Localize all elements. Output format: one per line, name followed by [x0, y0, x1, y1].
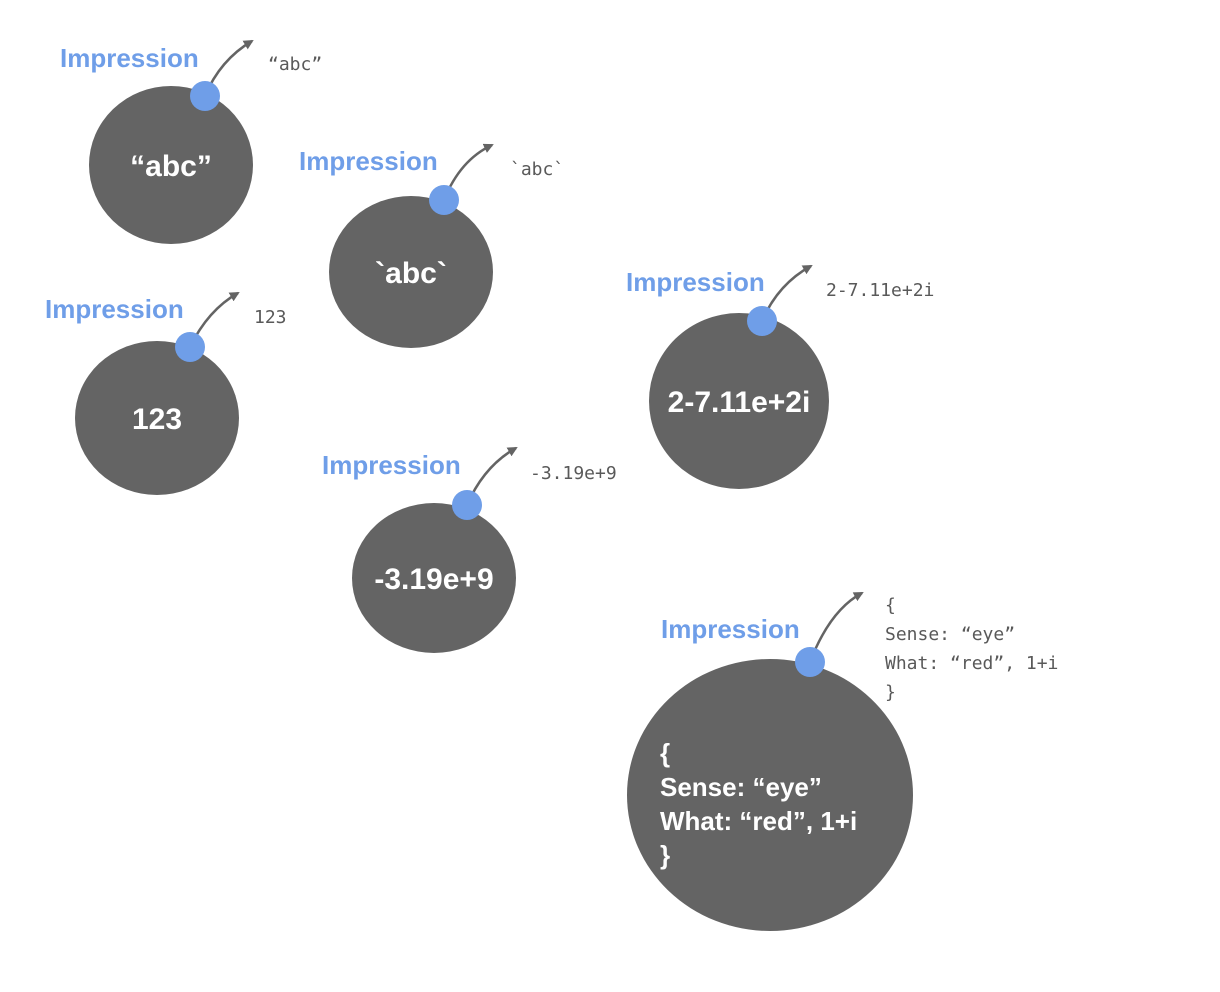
float-node-body: [352, 503, 516, 653]
symbol-node-body: [329, 196, 493, 348]
string-node-body: [89, 86, 253, 244]
record-node-body-text: {: [660, 738, 670, 768]
record-node-output-value: {: [885, 595, 896, 616]
record-node-body-text: What: “red”, 1+i: [660, 806, 857, 836]
record-node-output-value: }: [885, 682, 896, 703]
complex-node: 2-7.11e+2i Impression 2-7.11e+2i: [626, 264, 934, 489]
integer-node-body: [75, 341, 239, 495]
record-node-output-value: What: “red”, 1+i: [885, 653, 1058, 674]
record-node-body-text: Sense: “eye”: [660, 772, 822, 802]
symbol-node-body-text: `abc`: [375, 257, 447, 290]
complex-node-body-text: 2-7.11e+2i: [668, 386, 811, 419]
float-node-body-text: -3.19e+9: [374, 563, 493, 596]
integer-node: 123 Impression 123: [45, 291, 287, 495]
symbol-node-label: Impression: [299, 146, 438, 176]
record-node-body: [627, 659, 913, 931]
record-node-label: Impression: [661, 614, 800, 644]
string-node: “abc” Impression “abc”: [60, 39, 322, 244]
symbol-node-output-value: `abc`: [510, 159, 564, 180]
integer-node-port[interactable]: [175, 332, 205, 362]
integer-node-body-text: 123: [132, 403, 182, 436]
complex-node-port[interactable]: [747, 306, 777, 336]
float-node: -3.19e+9 Impression -3.19e+9: [322, 446, 617, 653]
record-node-port[interactable]: [795, 647, 825, 677]
record-node: { Sense: “eye” What: “red”, 1+i} Impressi…: [627, 591, 1058, 931]
string-node-port[interactable]: [190, 81, 220, 111]
integer-node-label: Impression: [45, 294, 184, 324]
integer-node-output-value: 123: [254, 307, 287, 328]
record-node-output-value: Sense: “eye”: [885, 624, 1015, 645]
record-node-body-text: }: [660, 840, 670, 870]
complex-node-body: [649, 313, 829, 489]
float-node-port[interactable]: [452, 490, 482, 520]
symbol-node-port[interactable]: [429, 185, 459, 215]
string-node-output-value: “abc”: [268, 54, 322, 75]
float-node-label: Impression: [322, 450, 461, 480]
string-node-body-text: “abc”: [130, 150, 212, 183]
symbol-node: `abc` Impression `abc`: [299, 143, 564, 348]
complex-node-label: Impression: [626, 267, 765, 297]
string-node-label: Impression: [60, 43, 199, 73]
complex-node-output-value: 2-7.11e+2i: [826, 280, 934, 301]
float-node-output-value: -3.19e+9: [530, 463, 617, 484]
